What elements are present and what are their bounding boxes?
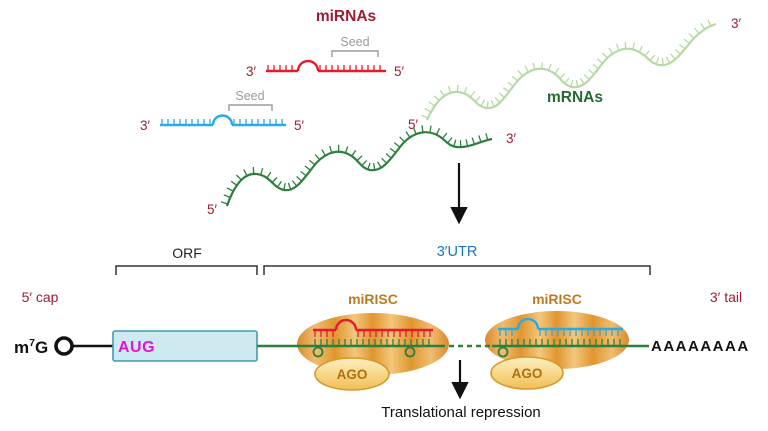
wave-light-teeth [421, 19, 712, 119]
light-mrna-5prime-label: 5′ [408, 117, 419, 132]
mrna-loop-2 [404, 346, 416, 358]
red-seed-bracket [331, 50, 379, 57]
red-mirna: Seed 3′ 5′ [246, 35, 405, 79]
mrna-loop-3 [497, 346, 509, 358]
c2-left-teeth [499, 329, 513, 336]
g2-helper-teeth [499, 339, 621, 346]
red-mirna-5prime-label: 5′ [394, 64, 405, 79]
start-codon-label: AUG [118, 339, 155, 356]
ago-left-body [314, 357, 390, 391]
cyan-seed-label: Seed [235, 89, 264, 103]
dark-mrna-5prime-label: 5′ [207, 202, 218, 217]
c2-right-teeth [539, 329, 619, 336]
mrna-loop-1 [312, 346, 324, 358]
light-mrna-3prime-label: 3′ [731, 16, 742, 31]
dark-mrna: 5′ 3′ [207, 125, 517, 217]
cyan-mirna: Seed 3′ 5′ [140, 89, 305, 133]
five-prime-cap: m7G [14, 336, 113, 357]
mirnas-title: miRNAs [316, 8, 376, 25]
mirisc-right-body [485, 311, 629, 369]
ago-right-body [490, 356, 564, 390]
cyan-mirna-3prime-label: 3′ [140, 118, 151, 133]
cyan-seed-bracket [228, 104, 273, 111]
red-mirna-3prime-label: 3′ [246, 64, 257, 79]
ago-right-label: AGO [512, 366, 543, 381]
mirisc-right-label: miRISC [532, 291, 582, 307]
bound-cyan-mirna [498, 317, 623, 336]
utr-mrna-line [257, 339, 649, 358]
wave-dark-teeth [220, 125, 489, 205]
red-right-teeth [319, 65, 381, 71]
red-left-teeth [267, 65, 293, 71]
cap-m: m [14, 338, 29, 357]
g1-helper-teeth [314, 339, 430, 346]
bound-cyan-loop [516, 317, 540, 330]
orf-box: AUG [112, 330, 258, 362]
caption-text: Translational repression [381, 404, 541, 421]
cap-G: G [35, 338, 48, 357]
cap-sup7: 7 [29, 337, 35, 349]
mirisc-left-label: miRISC [348, 291, 398, 307]
cap-circle [54, 336, 74, 356]
utr-bracket [263, 265, 651, 275]
bound-red-mirna [313, 318, 433, 337]
dark-mrna-3prime-label: 3′ [506, 131, 517, 146]
bound-red-loop [334, 318, 358, 331]
cyan-left-teeth [161, 119, 211, 125]
cyan-right-teeth [233, 119, 283, 125]
orf-bracket [115, 265, 258, 275]
cap-label: 5′ cap [22, 289, 59, 305]
r1-left-teeth [314, 330, 334, 337]
red-seed-label: Seed [340, 35, 369, 49]
tail-label: 3′ tail [710, 289, 742, 305]
light-mrna: 5′ 3′ [408, 16, 742, 132]
mirisc-right-complex: miRISC AGO [485, 291, 629, 390]
mirisc-left-complex: miRISC AGO [297, 291, 449, 391]
cyan-mirna-loop [211, 114, 234, 126]
red-mirna-loop [296, 59, 320, 72]
mrnas-title: mRNAs [547, 89, 603, 106]
cap-m7g-text: m7G [14, 337, 48, 357]
orf-label: ORF [172, 245, 202, 261]
r1-right-teeth [357, 330, 431, 337]
ago-left-label: AGO [337, 367, 368, 382]
utr-label: 3′UTR [437, 244, 478, 260]
cyan-mirna-5prime-label: 5′ [294, 118, 305, 133]
polya-tail-text: AAAAAAAA [651, 338, 750, 355]
